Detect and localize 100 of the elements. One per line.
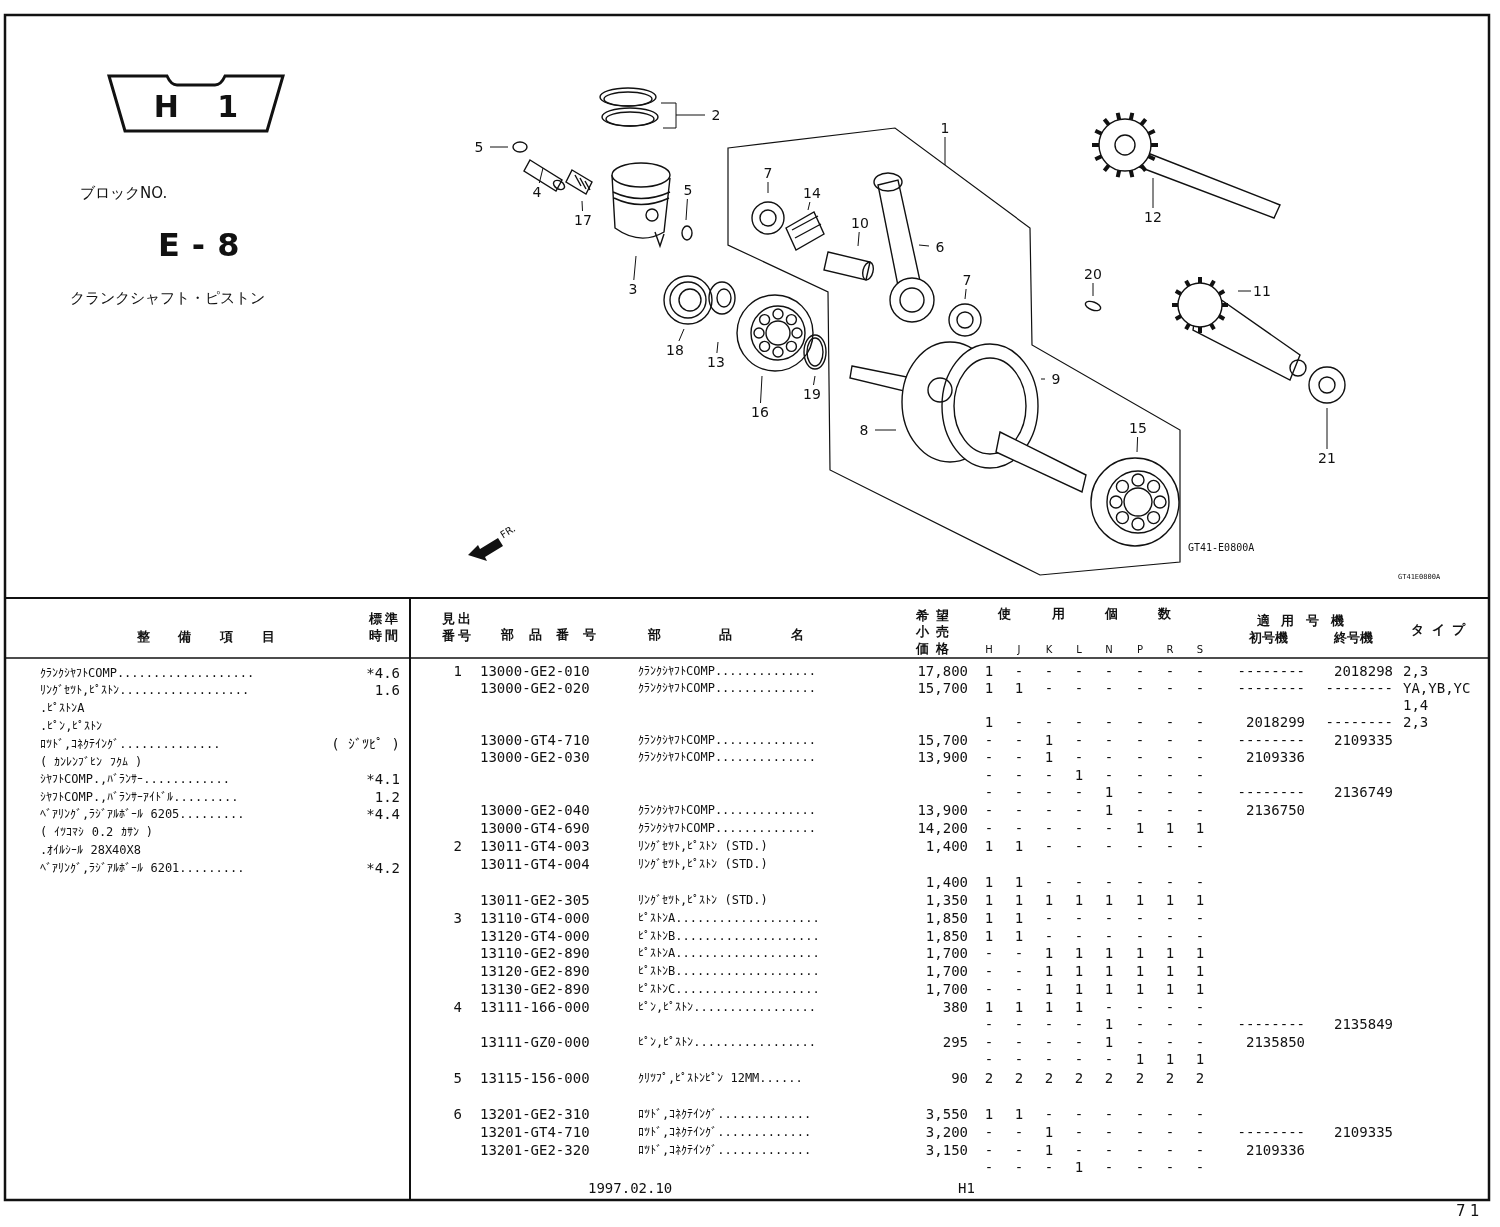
usage-quantity: - xyxy=(1135,1158,1145,1176)
usage-quantity: - xyxy=(1165,731,1175,749)
usage-quantity: - xyxy=(1104,998,1114,1016)
retail-price: 1,850 xyxy=(925,927,968,945)
usage-quantity: 1 xyxy=(1074,1158,1084,1176)
block-number-label: ブロックNO. xyxy=(80,184,168,202)
leader-line xyxy=(807,201,811,211)
usage-quantity: 1 xyxy=(1014,998,1024,1016)
usage-quantity: - xyxy=(984,801,994,819)
first-serial-number: 2109336 xyxy=(1246,1141,1305,1159)
retail-price: 90 xyxy=(951,1069,968,1087)
usage-quantity: - xyxy=(1044,783,1054,801)
type-code: 2,3 xyxy=(1403,662,1429,680)
column-header: L xyxy=(1076,644,1082,656)
retail-price: 1,400 xyxy=(925,837,968,855)
column-header: N xyxy=(1105,644,1113,656)
usage-quantity: 1 xyxy=(1135,944,1145,962)
usage-quantity: - xyxy=(1165,679,1175,697)
usage-quantity: - xyxy=(1135,766,1145,784)
usage-quantity: - xyxy=(1014,783,1024,801)
usage-quantity: - xyxy=(1014,662,1024,680)
section-title: クランクシャフト・ピストン xyxy=(70,289,265,307)
index-number: 4 xyxy=(453,998,462,1016)
retail-price: 380 xyxy=(942,998,968,1016)
usage-quantity: 1 xyxy=(1165,1050,1175,1068)
retail-price: 13,900 xyxy=(917,801,968,819)
usage-quantity: - xyxy=(1074,837,1084,855)
retail-price: 15,700 xyxy=(917,679,968,697)
usage-quantity: - xyxy=(984,980,994,998)
callout-number: 13 xyxy=(705,353,727,371)
usage-quantity: - xyxy=(984,962,994,980)
leader-line xyxy=(813,375,816,386)
usage-quantity: - xyxy=(1074,1033,1084,1051)
usage-quantity: - xyxy=(1165,909,1175,927)
leader-line xyxy=(660,102,706,129)
usage-quantity: - xyxy=(1165,1141,1175,1159)
retail-price: 14,200 xyxy=(917,819,968,837)
leader-line xyxy=(857,231,860,247)
usage-quantity: - xyxy=(1165,1015,1175,1033)
usage-quantity: 1 xyxy=(1104,980,1114,998)
usage-quantity: 1 xyxy=(1104,783,1114,801)
usage-quantity: 1 xyxy=(1135,891,1145,909)
usage-quantity: - xyxy=(1195,837,1205,855)
callout-number: 12 xyxy=(1142,208,1164,226)
callout-number: 5 xyxy=(468,138,490,156)
retail-price: 1,700 xyxy=(925,944,968,962)
usage-quantity: - xyxy=(1135,909,1145,927)
usage-quantity: - xyxy=(1135,1141,1145,1159)
usage-quantity: - xyxy=(1195,731,1205,749)
usage-quantity: - xyxy=(1165,837,1175,855)
service-item: ﾛﾂﾄﾞ,ｺﾈｸﾃｲﾝｸﾞ.............. xyxy=(40,736,221,752)
page-code: H1 xyxy=(958,1179,975,1197)
usage-quantity: - xyxy=(984,766,994,784)
usage-quantity: 1 xyxy=(1165,944,1175,962)
usage-quantity: - xyxy=(1135,1105,1145,1123)
usage-quantity: - xyxy=(1165,1158,1175,1176)
usage-quantity: 1 xyxy=(1104,944,1114,962)
part-number: 13110-GE2-890 xyxy=(480,944,590,962)
usage-quantity: - xyxy=(1195,998,1205,1016)
usage-quantity: - xyxy=(1014,1050,1024,1068)
callout-number: 5 xyxy=(677,181,699,199)
usage-quantity: 1 xyxy=(984,998,994,1016)
usage-quantity: 1 xyxy=(984,837,994,855)
usage-quantity: 1 xyxy=(1104,1033,1114,1051)
usage-quantity: 1 xyxy=(984,662,994,680)
column-header: J xyxy=(1017,644,1021,656)
usage-quantity: 2 xyxy=(1165,1069,1175,1087)
usage-quantity: - xyxy=(1014,1123,1024,1141)
callout-number: 2 xyxy=(705,106,727,124)
part-number: 13201-GE2-320 xyxy=(480,1141,590,1159)
first-serial-number: -------- xyxy=(1237,731,1305,749)
usage-quantity: 2 xyxy=(1074,1069,1084,1087)
usage-quantity: - xyxy=(1014,1015,1024,1033)
usage-quantity: - xyxy=(1014,819,1024,837)
usage-quantity: - xyxy=(1074,783,1084,801)
usage-quantity: 1 xyxy=(984,891,994,909)
service-item: ﾍﾞｱﾘﾝｸﾞ,ﾗｼﾞｱﾙﾎﾞｰﾙ 6201......... xyxy=(40,860,245,876)
retail-price: 295 xyxy=(942,1033,968,1051)
usage-quantity: 1 xyxy=(1014,873,1024,891)
part-number: 13111-GZ0-000 xyxy=(480,1033,590,1051)
usage-quantity: - xyxy=(1104,662,1114,680)
usage-quantity: - xyxy=(1044,679,1054,697)
first-serial-number: 2135850 xyxy=(1246,1033,1305,1051)
callout-number: 16 xyxy=(749,403,771,421)
usage-quantity: - xyxy=(1165,801,1175,819)
column-header: 部品名 xyxy=(647,627,863,643)
usage-quantity: - xyxy=(1044,1158,1054,1176)
usage-quantity: 1 xyxy=(1014,891,1024,909)
first-serial-number: -------- xyxy=(1237,1015,1305,1033)
usage-quantity: - xyxy=(1135,1123,1145,1141)
usage-quantity: - xyxy=(1195,748,1205,766)
usage-quantity: - xyxy=(1074,713,1084,731)
usage-quantity: 1 xyxy=(1104,962,1114,980)
part-name: ｸﾗﾝｸｼﾔﾌﾄCOMP.............. xyxy=(638,663,817,679)
service-item: .ﾋﾟﾝ,ﾋﾟｽﾄﾝ xyxy=(40,718,103,734)
usage-quantity: 1 xyxy=(1165,962,1175,980)
usage-quantity: - xyxy=(1044,819,1054,837)
service-item: ﾘﾝｸﾞｾﾂﾄ,ﾋﾟｽﾄﾝ.................. xyxy=(40,682,250,698)
usage-quantity: - xyxy=(1104,873,1114,891)
column-header: 部品番号 xyxy=(501,627,611,643)
